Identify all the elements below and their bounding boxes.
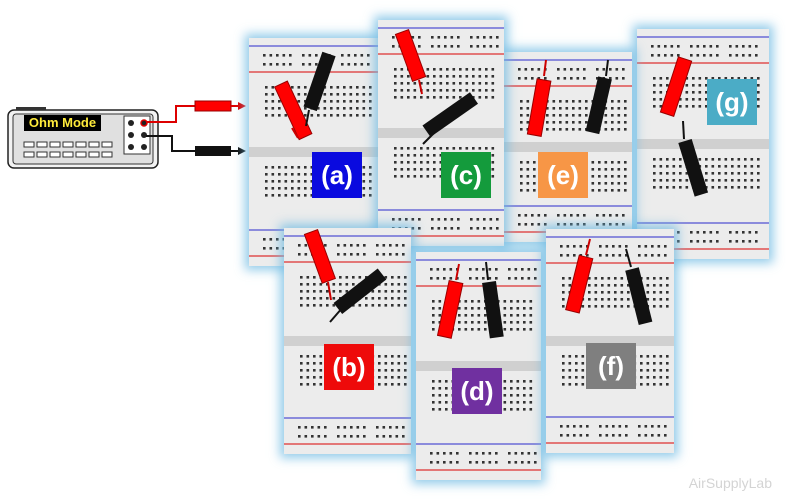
board-label-f: (f) [586,343,636,389]
probes-a [273,51,336,141]
breadboard-d: (d) [416,252,541,480]
probes-f [565,238,653,326]
board-label-a: (a) [312,152,362,198]
board-label-c: (c) [441,152,491,198]
probes-e [526,59,612,137]
board-label-d: (d) [452,368,502,414]
breadboard-c-svg [378,20,504,246]
breadboard-b: (b) [284,228,411,454]
breadboard-f-svg [546,229,674,453]
breadboard-f: (f) [546,229,674,453]
watermark: AirSupplyLab [688,475,772,491]
breadboard-e: (e) [504,52,632,242]
board-label-g: (g) [707,79,757,125]
breadboard-d-svg [416,252,541,480]
breadboard-e-svg [504,52,632,242]
breadboard-c: (c) [378,20,504,246]
mode-display: Ohm Mode [24,115,101,131]
probes-g [659,56,709,197]
board-label-b: (b) [324,344,374,390]
probes-d [436,261,504,339]
board-label-e: (e) [538,152,588,198]
probes-c [394,28,479,145]
probes-b [303,228,387,323]
breadboard-g: (g) [637,29,769,259]
breadboard-b-svg [284,228,411,454]
